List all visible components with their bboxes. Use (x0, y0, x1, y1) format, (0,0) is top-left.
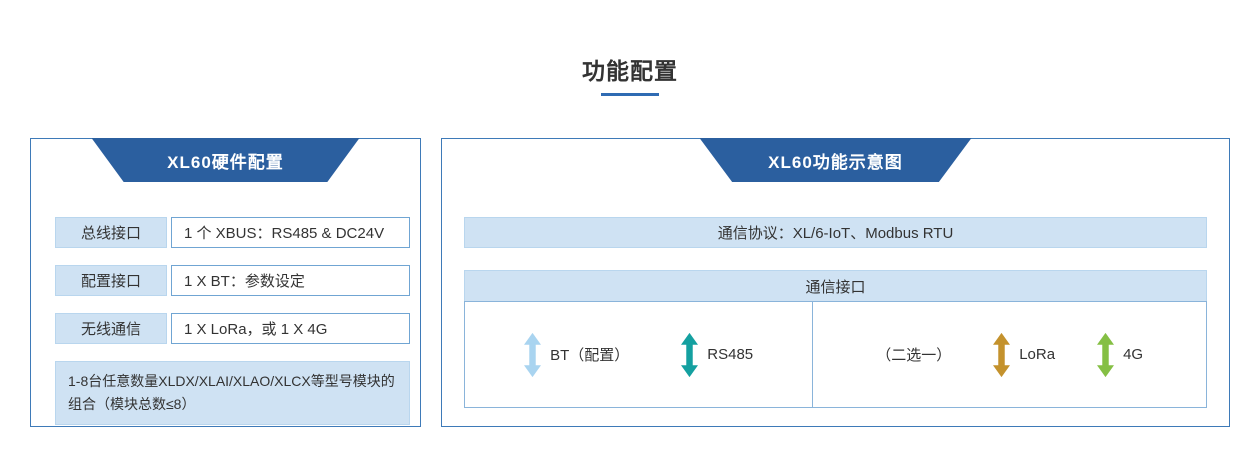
hardware-config-panel: XL60硬件配置 总线接口 1 个 XBUS：RS485 & DC24V 配置接… (30, 138, 421, 427)
spec-value-config: 1 X BT：参数设定 (171, 265, 410, 296)
double-arrow-icon (681, 332, 699, 378)
spec-label-wireless: 无线通信 (55, 313, 167, 344)
comm-interface-box: 通信接口 BT（配置） (464, 270, 1207, 408)
modules-note: 1-8台任意数量XLDX/XLAI/XLAO/XLCX等型号模块的组合（模块总数… (55, 361, 410, 426)
function-diagram-body: 通信协议：XL/6-IoT、Modbus RTU 通信接口 (442, 139, 1229, 408)
section-title: 功能配置 (582, 58, 678, 84)
interface-label-bt: BT（配置） (550, 347, 630, 364)
function-diagram-header: XL60功能示意图 (699, 138, 972, 182)
choice-hint: （二选一） (876, 347, 952, 364)
interface-right-group: （二选一） LoRa (813, 302, 1206, 407)
spec-value-bus: 1 个 XBUS：RS485 & DC24V (171, 217, 410, 248)
function-diagram-panel: XL60功能示意图 通信协议：XL/6-IoT、Modbus RTU 通信接口 (441, 138, 1230, 427)
hardware-config-header: XL60硬件配置 (91, 138, 360, 182)
interface-item-lora: LoRa (993, 332, 1055, 378)
interface-label-lora: LoRa (1019, 346, 1056, 363)
hardware-config-body: 总线接口 1 个 XBUS：RS485 & DC24V 配置接口 1 X BT：… (31, 139, 420, 426)
spec-value-wireless: 1 X LoRa，或 1 X 4G (171, 313, 410, 344)
interface-label-4g: 4G (1123, 346, 1144, 363)
spec-row-wireless: 无线通信 1 X LoRa，或 1 X 4G (55, 313, 410, 344)
interface-item-bt: BT（配置） (524, 332, 629, 378)
spec-row-bus: 总线接口 1 个 XBUS：RS485 & DC24V (55, 217, 410, 248)
interface-item-4g: 4G (1097, 332, 1143, 378)
double-arrow-icon (524, 332, 542, 378)
spec-label-config: 配置接口 (55, 265, 167, 296)
interface-item-rs485: RS485 (681, 332, 753, 378)
interface-label-rs485: RS485 (707, 346, 754, 363)
double-arrow-icon (993, 332, 1011, 378)
title-underline (601, 93, 659, 96)
interface-left-group: BT（配置） RS485 (465, 302, 814, 407)
panels-container: XL60硬件配置 总线接口 1 个 XBUS：RS485 & DC24V 配置接… (0, 138, 1260, 427)
spec-label-bus: 总线接口 (55, 217, 167, 248)
comm-interface-body: BT（配置） RS485 (464, 301, 1207, 408)
spec-row-config: 配置接口 1 X BT：参数设定 (55, 265, 410, 296)
section-title-wrap: 功能配置 (0, 0, 1260, 96)
double-arrow-icon (1097, 332, 1115, 378)
protocol-bar: 通信协议：XL/6-IoT、Modbus RTU (464, 217, 1207, 248)
comm-interface-title: 通信接口 (464, 270, 1207, 301)
